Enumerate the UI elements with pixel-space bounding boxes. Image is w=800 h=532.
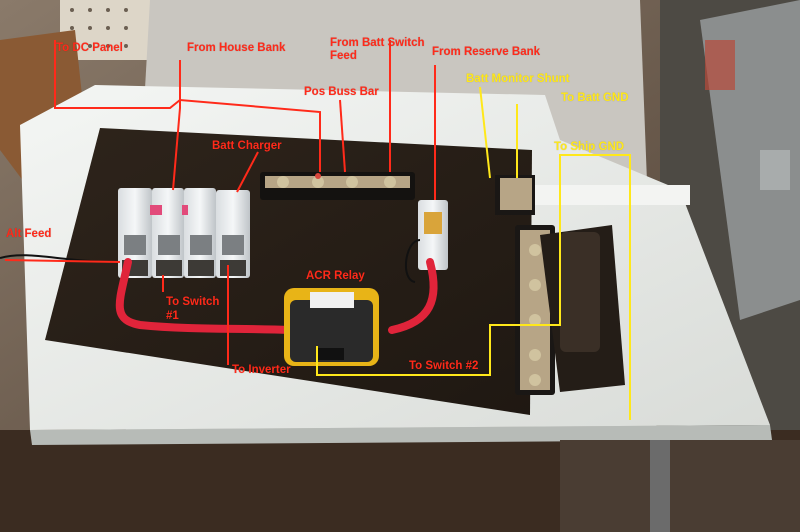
- label-acr-relay: ACR Relay: [306, 270, 365, 282]
- ground-buss-bar: [495, 175, 555, 395]
- label-pos-buss-bar: Pos Buss Bar: [304, 86, 379, 98]
- reserve-fuse: [418, 200, 448, 270]
- label-to-dc-panel: To DC Panel: [56, 42, 123, 54]
- red-cables: [115, 258, 438, 334]
- label-to-inverter: To Inverter: [232, 364, 291, 376]
- label-alt-feed: Alt Feed: [6, 228, 52, 240]
- label-to-ship-gnd: To Ship GND: [554, 141, 625, 153]
- terminal-cover: [540, 225, 625, 392]
- label-batt-monitor-shunt: Batt Monitor Shunt: [466, 73, 570, 85]
- label-to-switch-1: To Switch: [166, 296, 220, 308]
- label-to-switch-1-num: #1: [166, 310, 179, 322]
- fuse-blocks: [118, 188, 250, 278]
- label-to-batt-gnd: To Batt GND: [561, 92, 629, 104]
- acr-relay: [284, 288, 379, 366]
- label-feed: Feed: [330, 50, 357, 62]
- label-batt-charger: Batt Charger: [212, 140, 282, 152]
- label-from-house-bank: From House Bank: [187, 42, 286, 54]
- label-from-reserve-bank: From Reserve Bank: [432, 46, 541, 58]
- label-to-switch-2: To Switch #2: [409, 360, 479, 372]
- label-from-batt-switch: From Batt Switch: [330, 37, 425, 49]
- pos-buss-bar: [260, 172, 415, 200]
